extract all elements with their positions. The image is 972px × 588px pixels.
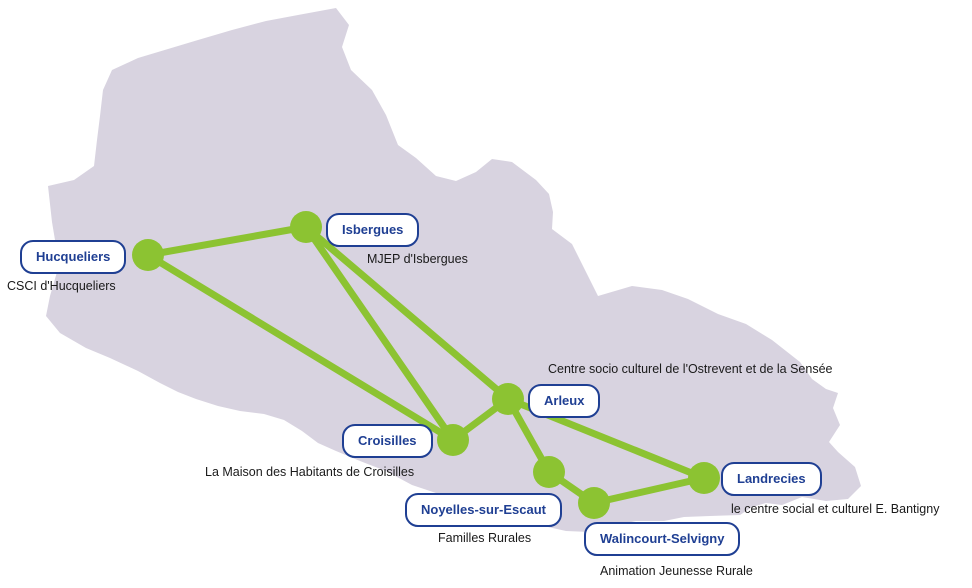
- place-description-isbergues: MJEP d'Isbergues: [367, 252, 468, 266]
- route-walincourt-landrecies: [590, 474, 708, 507]
- place-description-hucqueliers: CSCI d'Hucqueliers: [7, 279, 116, 293]
- region-shape: [46, 8, 861, 532]
- place-description-noyelles: Familles Rurales: [438, 531, 532, 545]
- node-isbergues[interactable]: [290, 211, 322, 243]
- place-label-walincourt[interactable]: Walincourt-Selvigny: [584, 522, 741, 556]
- place-description-croisilles: La Maison des Habitants de Croisilles: [205, 465, 415, 479]
- place-label-arleux[interactable]: Arleux: [528, 384, 601, 418]
- route-hucqueliers-croisilles: [144, 251, 457, 444]
- place-label-hucqueliers[interactable]: Hucqueliers: [20, 240, 127, 274]
- node-walincourt[interactable]: [578, 487, 610, 519]
- place-description-arleux: Centre socio culturel de l'Ostrevent et …: [548, 362, 833, 376]
- node-croisilles[interactable]: [437, 424, 469, 456]
- route-hucqueliers-isbergues: [144, 223, 310, 259]
- place-label-croisilles[interactable]: Croisilles: [342, 424, 433, 458]
- node-hucqueliers[interactable]: [132, 239, 164, 271]
- place-description-walincourt: Animation Jeunesse Rurale: [600, 564, 753, 578]
- place-label-noyelles[interactable]: Noyelles-sur-Escaut: [405, 493, 562, 527]
- route-isbergues-arleux: [302, 223, 512, 403]
- route-isbergues-croisilles: [302, 223, 457, 444]
- place-label-landrecies[interactable]: Landrecies: [721, 462, 822, 496]
- node-landrecies[interactable]: [688, 462, 720, 494]
- node-arleux[interactable]: [492, 383, 524, 415]
- node-noyelles[interactable]: [533, 456, 565, 488]
- place-description-landrecies: le centre social et culturel E. Bantigny: [731, 502, 940, 516]
- place-label-isbergues[interactable]: Isbergues: [326, 213, 420, 247]
- place-markers: [132, 211, 720, 519]
